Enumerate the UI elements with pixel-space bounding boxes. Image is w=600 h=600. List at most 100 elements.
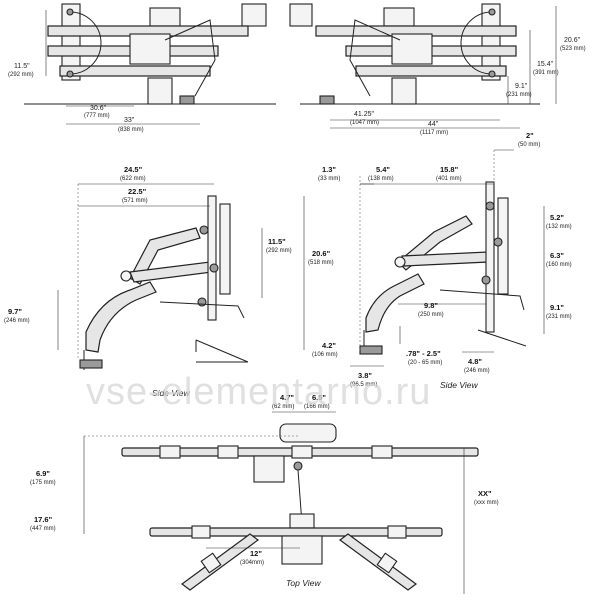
swing-pad-right: [376, 552, 398, 574]
label-e-mm: (132 mm): [546, 224, 572, 230]
label-w1: 41.25": [354, 111, 375, 118]
monitor-bracket: [485, 181, 495, 333]
side-view-right-caption: Side View: [440, 380, 479, 390]
label-h2-mm: (391 mm): [533, 70, 559, 76]
label-h2: 15.4": [537, 61, 554, 68]
lower-arm: [85, 281, 157, 353]
tilt-joint-2: [493, 237, 503, 247]
upper-tray: [253, 455, 285, 483]
lower-tray: [281, 535, 323, 565]
pivot-left-1: [66, 8, 74, 16]
monitor-panel: [219, 203, 231, 295]
label-h3-mm: (246 mm): [4, 318, 30, 324]
upper-pad-2: [217, 445, 239, 459]
label-e: 12": [250, 549, 262, 558]
joint-right: [391, 33, 433, 65]
clamp-right: [319, 95, 335, 105]
side-view-right: 1.3" (33 mm) 5.4" (138 mm) 15.8" (401 mm…: [312, 131, 572, 388]
front-view-left: 11.5" (292 mm) 30.6" (777 mm) 33" (838 m…: [8, 3, 276, 133]
label-h4: 4.2": [322, 341, 336, 350]
mount-head: [279, 423, 337, 443]
label-e-mm: (304mm): [240, 560, 264, 566]
label-j: 4.8": [468, 357, 482, 366]
upper-pad-1: [159, 445, 181, 459]
label-w1: 30.6": [90, 105, 107, 112]
label-h1-mm: (292 mm): [266, 248, 292, 254]
elbow-joint: [394, 256, 406, 268]
label-d-mm: (447 mm): [30, 526, 56, 532]
label-w1-mm: (1047 mm): [350, 120, 379, 126]
post-joint: [293, 461, 303, 471]
label-h2-mm: (518 mm): [308, 260, 334, 266]
label-w2: 33": [124, 117, 135, 124]
monitor-left-c: [241, 3, 267, 27]
desk-clamp: [359, 345, 383, 355]
label-a-mm: (33 mm): [318, 176, 340, 182]
label-c: 6.9": [36, 469, 50, 478]
label-d: 17.6": [34, 515, 53, 524]
label-d-mm: (50 mm): [518, 142, 540, 148]
arm-left-3: [59, 65, 211, 77]
label-b-mm: (166 mm): [304, 404, 330, 410]
label-g-mm: (250 mm): [418, 312, 444, 318]
label-h1: 11.5": [14, 63, 30, 70]
label-g: 9.8": [424, 301, 438, 310]
label-c-mm: (401 mm): [436, 176, 462, 182]
label-i: .78" - 2.5": [406, 349, 441, 358]
label-k: 3.8": [358, 371, 372, 380]
label-f: XX": [478, 489, 492, 498]
monitor-right-c: [481, 3, 501, 81]
side-view-left-caption: Side View: [152, 388, 191, 398]
label-e: 5.2": [550, 213, 564, 222]
tilt-joint-3: [197, 297, 207, 307]
top-view: 6.9" (175 mm) 17.6" (447 mm) 4.7" (62 mm…: [30, 393, 499, 594]
monitor-left-a: [61, 3, 81, 81]
keyboard-tray: [159, 301, 249, 363]
label-h3: 9.7": [8, 307, 22, 316]
elbow-joint: [120, 270, 132, 282]
side-view-left: 24.5" (622 mm) 22.5" (571 mm) 11.5" (292…: [4, 165, 334, 370]
pivot-right-1: [488, 8, 496, 16]
tilt-joint-2: [209, 263, 219, 273]
column-right: [391, 77, 417, 105]
link-right: [349, 19, 401, 97]
label-h3: 9.1": [515, 83, 528, 90]
pivot-right-2: [488, 70, 496, 78]
label-w2-mm: (838 mm): [118, 127, 144, 133]
tilt-joint-3: [481, 275, 491, 285]
lower-pad-2: [387, 525, 407, 539]
monitor-bracket: [207, 195, 217, 321]
label-c: 15.8": [440, 165, 459, 174]
label-h1: 11.5": [268, 237, 286, 246]
label-h1-mm: (523 mm): [560, 46, 586, 52]
monitor-right-a: [289, 3, 313, 27]
lower-arm: [365, 273, 425, 333]
tilt-joint-1: [485, 201, 495, 211]
label-b: 6.5": [312, 393, 326, 402]
label-w2-mm: (571 mm): [122, 198, 148, 204]
label-f-mm: (160 mm): [546, 262, 572, 268]
label-w2: 44": [428, 121, 439, 128]
label-b: 5.4": [376, 165, 390, 174]
link-left: [164, 19, 216, 97]
label-a: 4.7": [280, 393, 294, 402]
desk-clamp: [79, 359, 103, 369]
top-view-caption: Top View: [286, 578, 321, 588]
label-h: 9.1": [550, 303, 564, 312]
label-h1: 20.6": [564, 37, 581, 44]
label-a-mm: (62 mm): [272, 404, 294, 410]
label-i-mm: (20 - 65 mm): [408, 360, 442, 366]
tilt-joint-1: [199, 225, 209, 235]
joint-left: [129, 33, 171, 65]
label-h4-mm: (106 mm): [312, 352, 338, 358]
monitor-right-b: [383, 7, 415, 27]
label-h3-mm: (231 mm): [506, 92, 532, 98]
keyboard-tray: [439, 289, 527, 347]
monitor-left-b: [149, 7, 181, 27]
label-f: 6.3": [550, 251, 564, 260]
upper-pad-4: [371, 445, 393, 459]
post-base: [289, 513, 315, 529]
label-b-mm: (138 mm): [368, 176, 394, 182]
label-w1: 24.5": [124, 165, 143, 174]
